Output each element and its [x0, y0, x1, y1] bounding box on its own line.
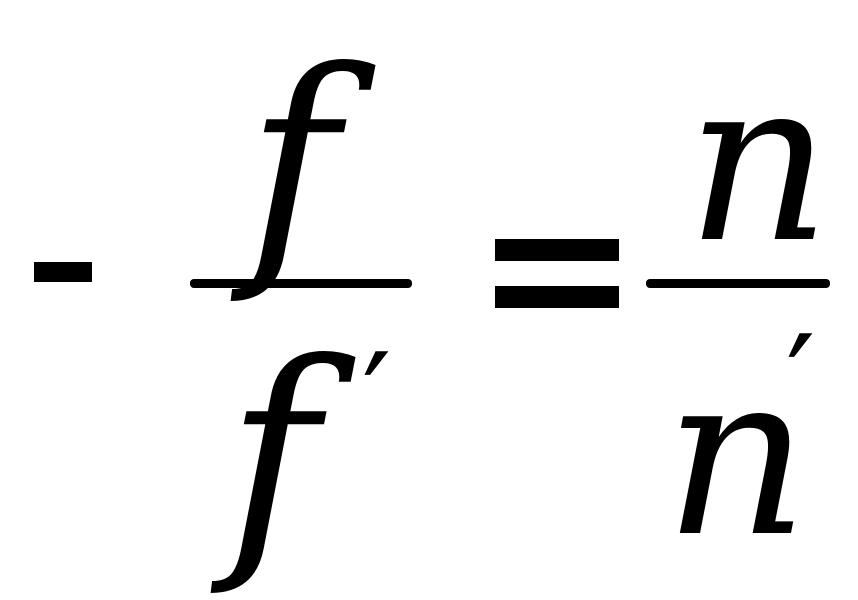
equation: f f ′ n n ′ [34, 17, 831, 600]
left-denominator-prime: ′ [362, 325, 392, 477]
right-denominator-prime: ′ [786, 307, 816, 459]
right-fraction-bar [646, 279, 830, 288]
right-numerator: n [686, 31, 831, 293]
right-denominator: n [664, 325, 809, 587]
left-fraction-bar [190, 279, 412, 288]
left-numerator: f [246, 17, 339, 308]
equals-sign-top-bar [495, 239, 619, 261]
equals-sign-bottom-bar [495, 286, 619, 308]
left-denominator: f [226, 309, 319, 600]
minus-sign [34, 262, 92, 282]
